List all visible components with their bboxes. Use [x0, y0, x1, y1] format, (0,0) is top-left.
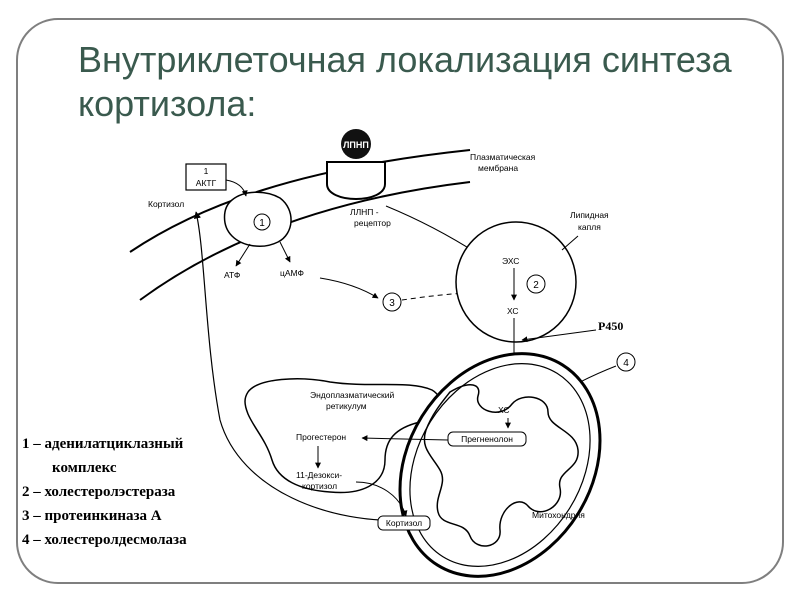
plasma-membrane-label-1: Плазматическая — [470, 152, 536, 162]
deoxycortisol-label-1: 11-Дезокси- — [296, 470, 342, 480]
legend-item-1-cont: комплекс — [52, 460, 117, 476]
deoxycortisol-label-2: кортизол — [302, 481, 337, 491]
plasma-membrane-label-2: мембрана — [478, 163, 518, 173]
plasma-membrane-outer — [129, 149, 471, 253]
legend-item-3: 3 – протеинкиназа А — [22, 508, 162, 524]
cortisol-mito-label: Кортизол — [386, 518, 422, 528]
enzyme-1-label: 1 — [259, 218, 265, 229]
enzyme-4-label: 4 — [623, 358, 629, 369]
legend-item-4: 4 – холестеролдесмолаза — [22, 532, 187, 548]
acth-number: 1 — [204, 166, 209, 176]
er-label-1: Эндоплазматический — [310, 390, 394, 400]
legend-item-1: 1 – аденилатциклазный — [22, 436, 184, 452]
ldl-receptor-label-1: ЛЛНП - — [350, 207, 379, 217]
p450-label: P450 — [598, 319, 623, 333]
enzyme-3-label: 3 — [389, 298, 395, 309]
ldl-receptor-label-2: рецептор — [354, 218, 391, 228]
pregnenolone-label: Прегненолон — [461, 434, 513, 444]
slide-title: Внутриклеточная локализация синтеза корт… — [78, 39, 732, 124]
lipid-droplet-label-2: капля — [578, 222, 601, 232]
endoplasmic-reticulum — [244, 378, 441, 494]
hs-droplet-label: ХС — [507, 306, 519, 316]
ldl-label: ЛПНП — [343, 140, 369, 150]
slide-frame — [16, 18, 784, 584]
lipid-droplet-label-1: Липидная — [570, 210, 609, 220]
mitochondria-label: Митохондрия — [532, 510, 585, 520]
mitochondrion — [398, 352, 602, 578]
camp-label: цАМФ — [280, 268, 304, 278]
progesterone-label: Прогестерон — [296, 432, 346, 442]
legend-item-2: 2 – холестеролэстераза — [22, 484, 176, 500]
enzyme-2-label: 2 — [533, 280, 539, 291]
plasma-membrane-inner — [139, 181, 471, 301]
atp-label: АТФ — [224, 270, 240, 280]
hs-mito-label: ХС — [498, 405, 510, 415]
ehs-label: ЭХС — [502, 256, 519, 266]
cortisol-exit-path — [193, 211, 411, 522]
lipid-droplet — [455, 221, 577, 343]
acth-label: АКТГ — [196, 178, 217, 188]
acth-box — [185, 163, 227, 191]
cortisol-outer-label: Кортизол — [148, 199, 184, 209]
ldl-receptor-icon — [326, 129, 386, 200]
er-label-2: ретикулум — [326, 401, 367, 411]
legend: 1 – аденилатциклазный комплекс 2 – холес… — [22, 432, 187, 552]
